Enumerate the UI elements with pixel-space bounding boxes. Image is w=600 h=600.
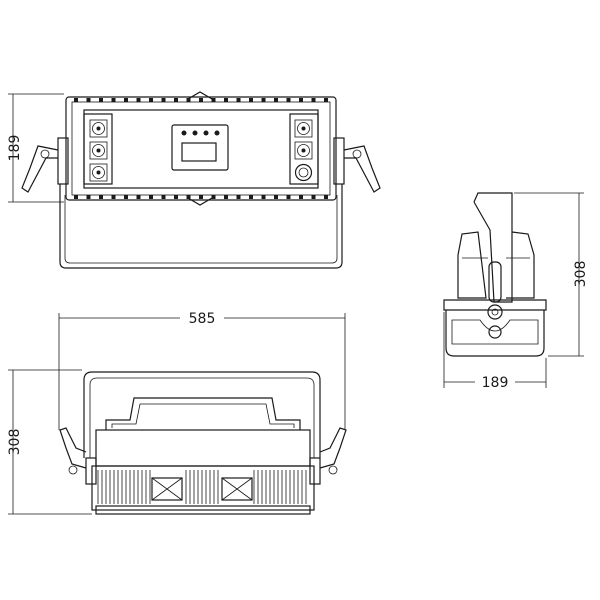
bolt — [174, 195, 178, 199]
heatsink-fins — [97, 470, 307, 504]
dimension-top-height: 308 — [7, 369, 92, 515]
bolt — [86, 98, 91, 102]
xlr-connector-icon — [89, 119, 108, 138]
bolt — [211, 98, 216, 102]
mounting-bracket — [59, 184, 343, 269]
bolt — [149, 195, 153, 199]
side-yoke-arm — [473, 192, 513, 303]
bolt — [274, 98, 278, 102]
top-yoke-bracket — [83, 371, 321, 458]
bolt — [274, 195, 278, 199]
bolt — [261, 98, 266, 102]
bolt — [324, 98, 328, 102]
bolt — [249, 195, 253, 199]
bolt — [136, 98, 141, 102]
dim-label-top-height: 308 — [7, 429, 23, 456]
dimension-rear-height: 189 — [7, 93, 64, 203]
display-panel-icon — [171, 124, 229, 171]
xlr-connector-icon — [89, 163, 108, 182]
bolt — [261, 195, 266, 199]
top-view: 585 308 — [7, 311, 347, 515]
side-view: 308 189 — [443, 192, 589, 391]
dim-label-side-height: 308 — [573, 261, 589, 288]
bolt — [111, 195, 116, 199]
dim-label-side-width: 189 — [482, 375, 509, 391]
bolt — [311, 195, 316, 199]
bolt — [99, 195, 103, 199]
bolt — [74, 98, 78, 102]
bolt — [111, 98, 116, 102]
led-cluster-right — [221, 477, 253, 501]
bolt — [311, 98, 316, 102]
bolt — [149, 98, 153, 102]
knob-handle-icon — [487, 304, 503, 320]
housing-bolts — [74, 98, 328, 199]
bolt — [224, 98, 228, 102]
xlr-connector-icon — [89, 141, 108, 160]
dim-label-top-width: 585 — [189, 311, 216, 327]
knob-handle-icon — [309, 427, 347, 485]
bolt — [286, 98, 291, 102]
xlr-connector-icon — [294, 141, 313, 160]
bolt — [186, 195, 191, 199]
dimension-side-width: 189 — [443, 312, 547, 391]
bolt — [124, 195, 128, 199]
bolt — [161, 98, 166, 102]
dimension-top-width: 585 — [58, 311, 346, 430]
powercon-connector-icon — [294, 163, 313, 182]
bolt — [324, 195, 328, 199]
bolt — [124, 98, 128, 102]
heatsink-body — [91, 465, 315, 511]
led-cluster-left — [151, 477, 183, 501]
bolt — [199, 98, 203, 102]
bolt — [249, 98, 253, 102]
bolt — [86, 195, 91, 199]
bolt — [299, 195, 303, 199]
bolt — [236, 195, 241, 199]
bolt — [299, 98, 303, 102]
bolt — [74, 195, 78, 199]
bolt — [99, 98, 103, 102]
dimension-side-height: 308 — [514, 192, 589, 357]
xlr-connector-icon — [294, 119, 313, 138]
bolt — [161, 195, 166, 199]
bolt — [186, 98, 191, 102]
knob-handle-icon — [333, 137, 381, 193]
rear-view: 189 — [7, 91, 381, 269]
right-connector-panel — [289, 113, 319, 185]
left-connector-panel — [83, 113, 113, 185]
bolt — [174, 98, 178, 102]
bolt — [136, 195, 141, 199]
bolt — [236, 98, 241, 102]
knob-handle-icon — [21, 137, 69, 193]
bolt — [199, 195, 203, 199]
knob-handle-icon — [59, 427, 97, 485]
bolt — [286, 195, 291, 199]
bolt — [211, 195, 216, 199]
dim-label-rear-height: 189 — [7, 135, 23, 162]
bolt — [224, 195, 228, 199]
